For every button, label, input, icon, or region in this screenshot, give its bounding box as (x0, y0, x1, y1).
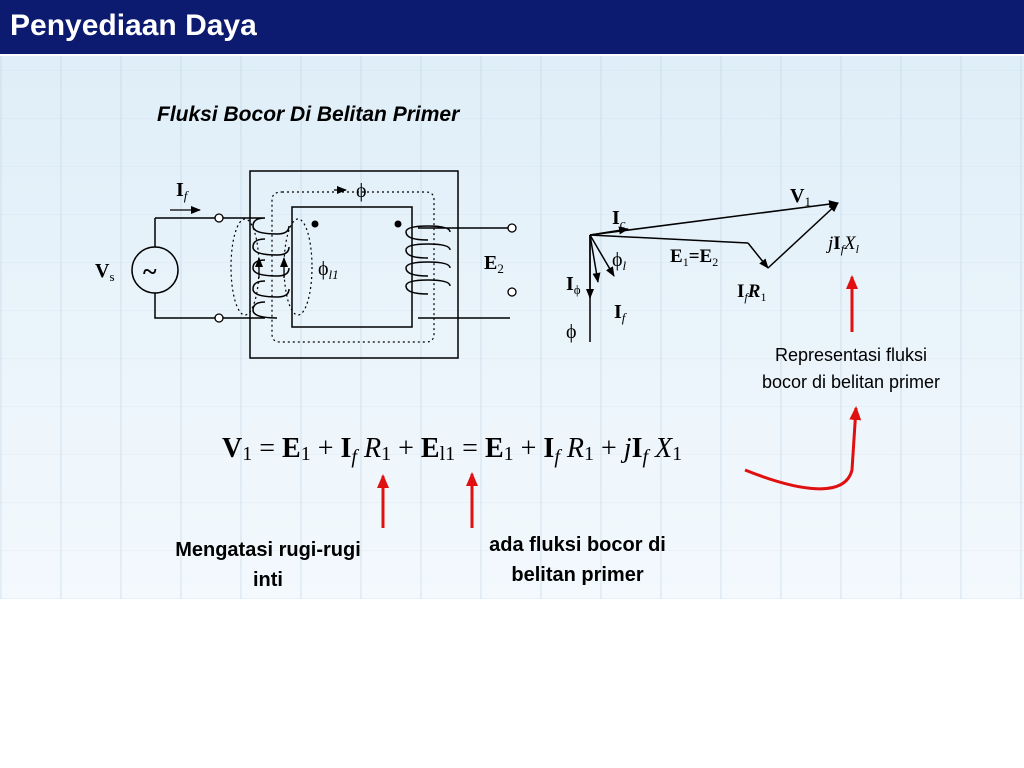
polarity-dot-primary (311, 220, 319, 228)
jifxl-label: jIfXl (825, 233, 860, 256)
leak-flux-loop-left (230, 218, 260, 316)
primary-current-label: If (176, 179, 190, 203)
secondary-winding (405, 225, 510, 319)
terminal-primary-bottom (214, 313, 224, 323)
slide-title: Penyediaan Daya (10, 9, 257, 42)
polarity-dot-secondary (394, 220, 402, 228)
note-core-loss: Mengatasi rugi-rugi inti (175, 539, 361, 591)
phil-label: ϕl (612, 249, 627, 273)
phasor-phil (589, 234, 601, 283)
phasor-e1 (589, 234, 749, 244)
terminal-secondary-bottom (507, 287, 517, 297)
note-leak-representation: Representasi fluksi bocor di belitan pri… (761, 345, 941, 392)
transformer-circuit (131, 170, 510, 359)
leak-flux-label: ϕl1 (318, 258, 339, 282)
terminal-secondary-top (507, 223, 517, 233)
callout-curve-to-representation (744, 406, 862, 491)
phasor-diagram (586, 200, 839, 342)
voltage-equation: V1 = E1 + If R1 + El1 = E1 + If R1 + jIf… (222, 433, 682, 470)
title-bar: Penyediaan Daya (0, 0, 1024, 56)
phasor-ic (589, 226, 629, 236)
ifr1-label: IfR1 (737, 281, 766, 304)
primary-winding (218, 217, 290, 319)
terminals (214, 213, 517, 323)
leak-flux-loop-right (283, 218, 313, 316)
main-flux-path (271, 191, 435, 343)
phasor-jifxl (767, 202, 839, 269)
e1e2-label: E1=E2 (670, 246, 718, 269)
phasor-if (589, 234, 615, 277)
diagram-title: Fluksi Bocor Di Belitan Primer (157, 103, 460, 126)
v1-label: V1 (790, 185, 811, 209)
note-leak-flux: ada fluksi bocor di belitan primer (489, 534, 666, 586)
transformer-core-outer (249, 170, 459, 359)
ac-source (131, 246, 179, 294)
ac-source-symbol: ~ (143, 257, 157, 286)
transformer-core-inner (291, 206, 413, 328)
phasor-v1 (589, 200, 839, 236)
source-wires (154, 217, 218, 319)
ic-label: Ic (612, 207, 626, 231)
terminal-primary-top (214, 213, 224, 223)
iphi-label: Iϕ (566, 273, 581, 297)
if-label: If (614, 301, 628, 325)
source-voltage-label: Vs (95, 260, 115, 284)
phi-label: ϕ (566, 321, 577, 343)
secondary-emf-label: E2 (484, 252, 504, 276)
main-flux-label: ϕ (356, 180, 367, 202)
